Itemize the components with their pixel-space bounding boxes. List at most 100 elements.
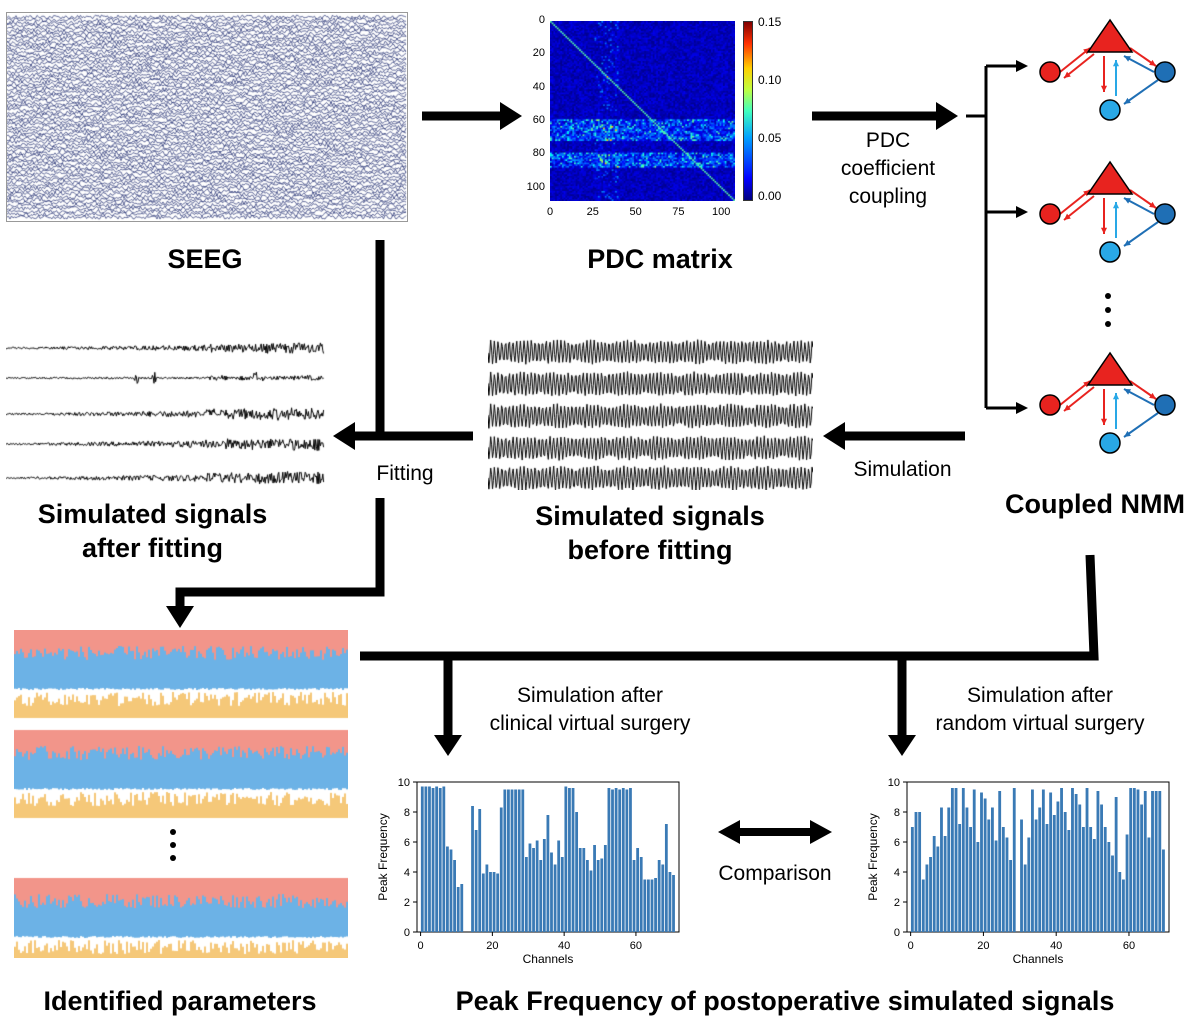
bar	[994, 840, 998, 932]
bar	[618, 789, 622, 932]
bar	[1045, 824, 1049, 932]
bar	[987, 819, 991, 932]
bar	[446, 846, 449, 932]
fast-inhibitory-circle	[1099, 241, 1121, 263]
fast-inhibitory-circle	[1099, 432, 1121, 454]
y-tick-label: 2	[404, 897, 410, 909]
sim-after-title-line1: Simulated signals	[37, 499, 268, 529]
bar	[503, 789, 507, 932]
comparison-double-arrow	[718, 820, 832, 844]
bar	[582, 848, 586, 932]
bar	[972, 789, 976, 932]
excitatory-interneuron-circle	[1039, 394, 1061, 416]
bar	[1125, 834, 1129, 932]
nmm-excitatory-arrow-head	[1100, 227, 1108, 234]
pdc-x-tick: 50	[629, 206, 642, 218]
fitting-label: Fitting	[376, 462, 434, 485]
nmm-excitatory-arrow	[1129, 380, 1157, 400]
nmm-inhibitory-arrow-head	[1124, 239, 1131, 246]
pdc-y-tick: 100	[526, 180, 545, 193]
bar	[532, 848, 535, 932]
bar	[1031, 789, 1034, 932]
bar	[1140, 804, 1144, 932]
bar	[910, 827, 914, 932]
bar	[424, 786, 428, 932]
bar	[568, 788, 571, 932]
x-tick-label: 60	[1123, 940, 1135, 952]
bar	[940, 807, 943, 932]
bar	[474, 830, 478, 932]
simulated-signals-after-fitting	[6, 330, 326, 490]
bar	[1023, 864, 1027, 932]
bar	[636, 848, 640, 932]
nmm-excitatory-arrow	[1059, 189, 1091, 215]
pdc-colorbar-tick: 0.10	[758, 73, 782, 87]
x-tick-label: 60	[630, 940, 642, 952]
pdc-x-tick: 25	[586, 206, 599, 218]
bar	[914, 812, 918, 932]
bar	[936, 846, 940, 932]
simulation-label: Simulation	[853, 458, 952, 481]
bar	[1158, 791, 1162, 932]
nmm-inhibitory-arrow-head	[1124, 56, 1131, 62]
bar	[1034, 819, 1038, 932]
bar	[1012, 788, 1016, 932]
bar	[1147, 837, 1151, 932]
bar	[611, 789, 614, 932]
bar	[621, 788, 625, 932]
bar	[607, 788, 611, 932]
bar	[560, 857, 564, 932]
bar	[524, 857, 528, 932]
pdc-coupling-label-line2: coefficient	[840, 157, 936, 180]
bar	[646, 879, 650, 932]
excitatory-interneuron-circle	[1039, 61, 1061, 83]
bar	[510, 789, 514, 932]
x-axis-label: Channels	[523, 952, 574, 966]
bar	[1071, 788, 1074, 932]
bar	[1005, 837, 1009, 932]
x-tick-label: 40	[1050, 940, 1062, 952]
nmm-inhibitory-arrow-head	[1124, 389, 1131, 395]
bar	[1063, 812, 1067, 932]
bar	[668, 872, 672, 932]
bar	[521, 789, 525, 932]
bar	[918, 812, 922, 932]
bar	[625, 789, 629, 932]
bar	[614, 788, 618, 932]
nmm-excitatory-arrow-head	[1083, 190, 1090, 197]
nmm-ellipsis	[1105, 293, 1111, 327]
bar	[980, 792, 983, 932]
pdc-y-tick: 0	[538, 14, 545, 26]
simulated-signals-before-fitting	[488, 338, 813, 490]
bar	[442, 786, 446, 932]
nmm-excitatory-arrow	[1129, 189, 1157, 209]
bar	[420, 786, 424, 932]
bar	[517, 789, 521, 932]
bar	[496, 873, 500, 932]
bar	[629, 788, 632, 932]
unfitted-signal-traces	[488, 338, 813, 490]
y-tick-label: 0	[404, 927, 410, 939]
bar	[1151, 791, 1154, 932]
x-tick-label: 20	[977, 940, 989, 952]
bar	[456, 887, 460, 932]
y-tick-label: 6	[894, 837, 900, 849]
nmm-excitatory-arrow-head	[1083, 381, 1090, 388]
sim-before-title-line2: before fitting	[567, 535, 733, 565]
nmm-branch-bracket	[966, 60, 1028, 414]
y-tick-label: 4	[894, 867, 900, 879]
bar	[661, 864, 665, 932]
pdc-y-tick: 40	[532, 80, 545, 93]
bar	[596, 860, 600, 932]
bar	[514, 789, 518, 932]
pdc-x-tick: 75	[672, 206, 685, 218]
nmm-inhibitory-arrow-head	[1112, 202, 1120, 209]
bar	[1103, 827, 1107, 932]
bar	[958, 824, 962, 932]
bar	[664, 824, 668, 932]
bar	[1067, 830, 1071, 932]
bar	[1049, 792, 1053, 932]
nmm-excitatory-arrow-head	[1149, 201, 1156, 208]
